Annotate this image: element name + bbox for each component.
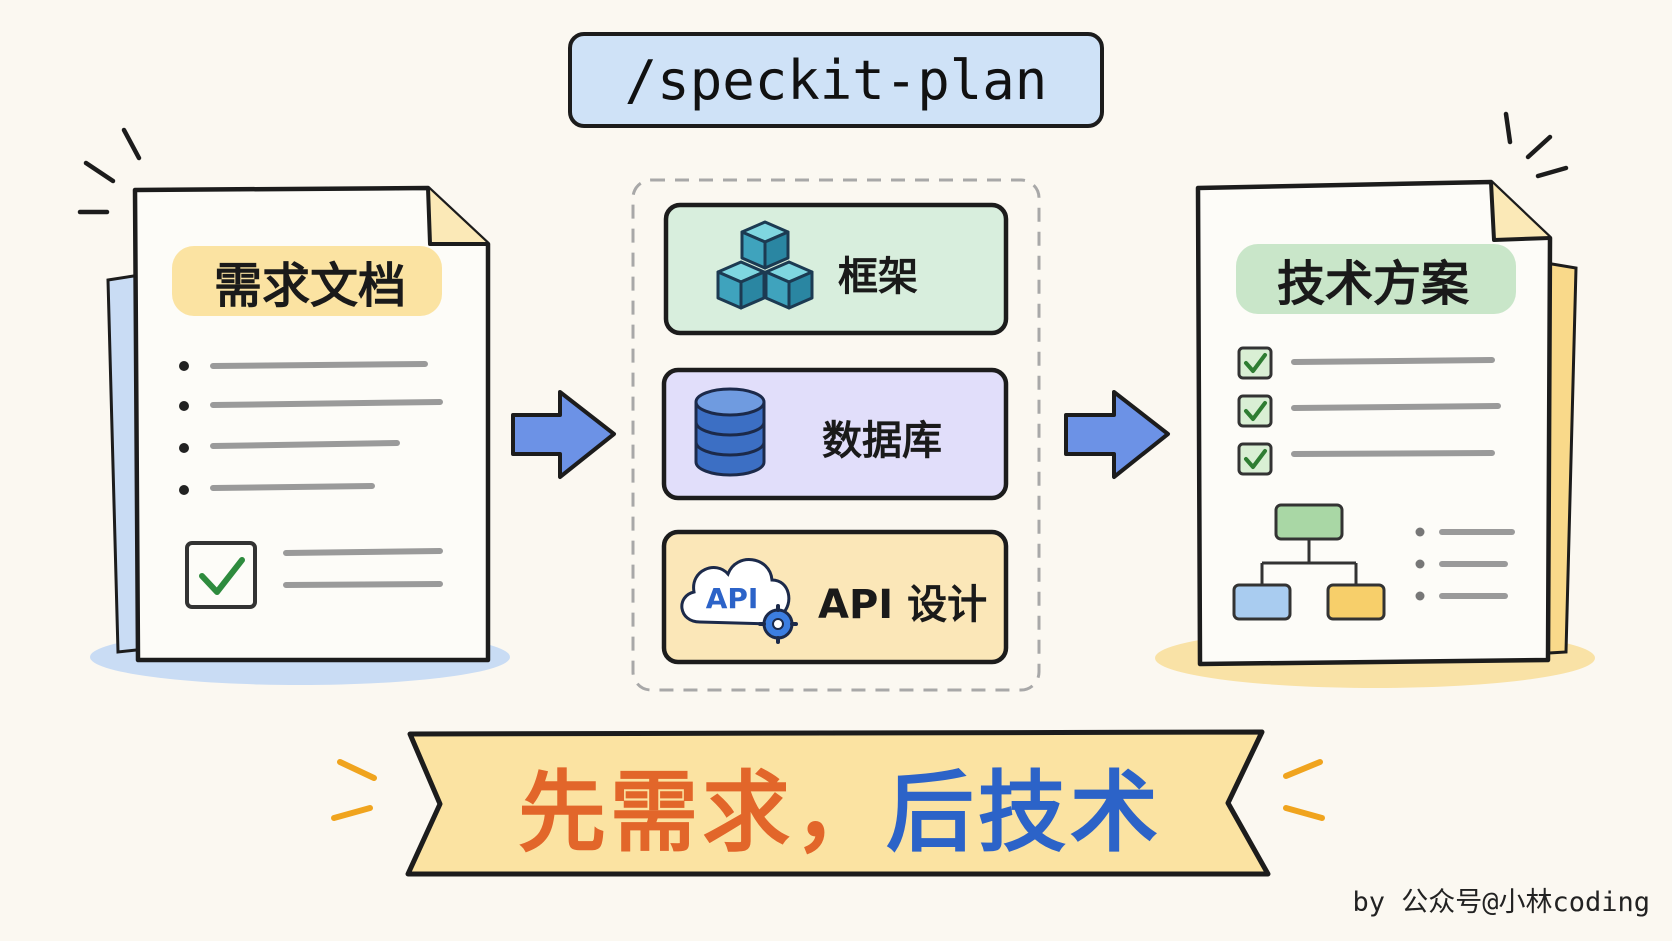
bullet [179,401,189,411]
text-line [210,483,375,491]
bullet [179,443,189,453]
api-icon-text: API [706,582,759,615]
database-label: 数据库 [822,418,942,464]
slogan-requirements-first: 先需求， [517,760,886,864]
sparkle-marks [1503,111,1569,179]
card-framework [663,202,1009,336]
text-line [210,440,400,449]
tech-plan-document [1155,111,1595,688]
check-icon [1244,353,1267,373]
framework-label: 框架 [838,254,918,300]
requirements-document [77,127,510,685]
check-icon [1244,449,1267,469]
author-credit: by 公众号@小林coding [1352,887,1650,918]
arrow-right-icon [511,390,616,479]
api-design-label: API 设计 [818,582,988,628]
text-line [283,581,443,588]
doc-fold [1489,181,1551,242]
cloud-api-gear-icon: API [680,558,798,644]
tech-plan-doc-label: 技术方案 [1276,256,1469,312]
check-icon [1244,401,1267,421]
text-line [283,548,443,556]
requirements-doc-label: 需求文档 [213,258,406,314]
cubes-icon [716,220,814,310]
label-highlight [1236,244,1516,314]
database-icon [694,387,766,477]
slogan-technology-after: 后技术 [886,760,1163,864]
checkbox [185,541,257,609]
command-title: /speckit-plan [568,32,1104,128]
label-highlight [172,246,442,316]
bullet [179,485,189,495]
bullet [179,361,189,371]
arrow-right-icon [1064,390,1170,479]
dashed-frame [631,178,1041,692]
bullet-list [179,361,443,495]
sparkle-marks [77,127,142,215]
command-title-text: /speckit-plan [624,48,1048,112]
check-icon [199,557,245,595]
checklist [1237,346,1501,476]
architecture-diagram-icon [1232,503,1386,621]
doc-fold [426,187,488,246]
banner-sparkles [331,759,1325,821]
banner-ribbon [405,729,1271,877]
side-list [1415,527,1515,601]
text-line [210,399,443,408]
text-line [210,361,428,369]
banner-slogan: 先需求， 后技术 [400,735,1280,875]
